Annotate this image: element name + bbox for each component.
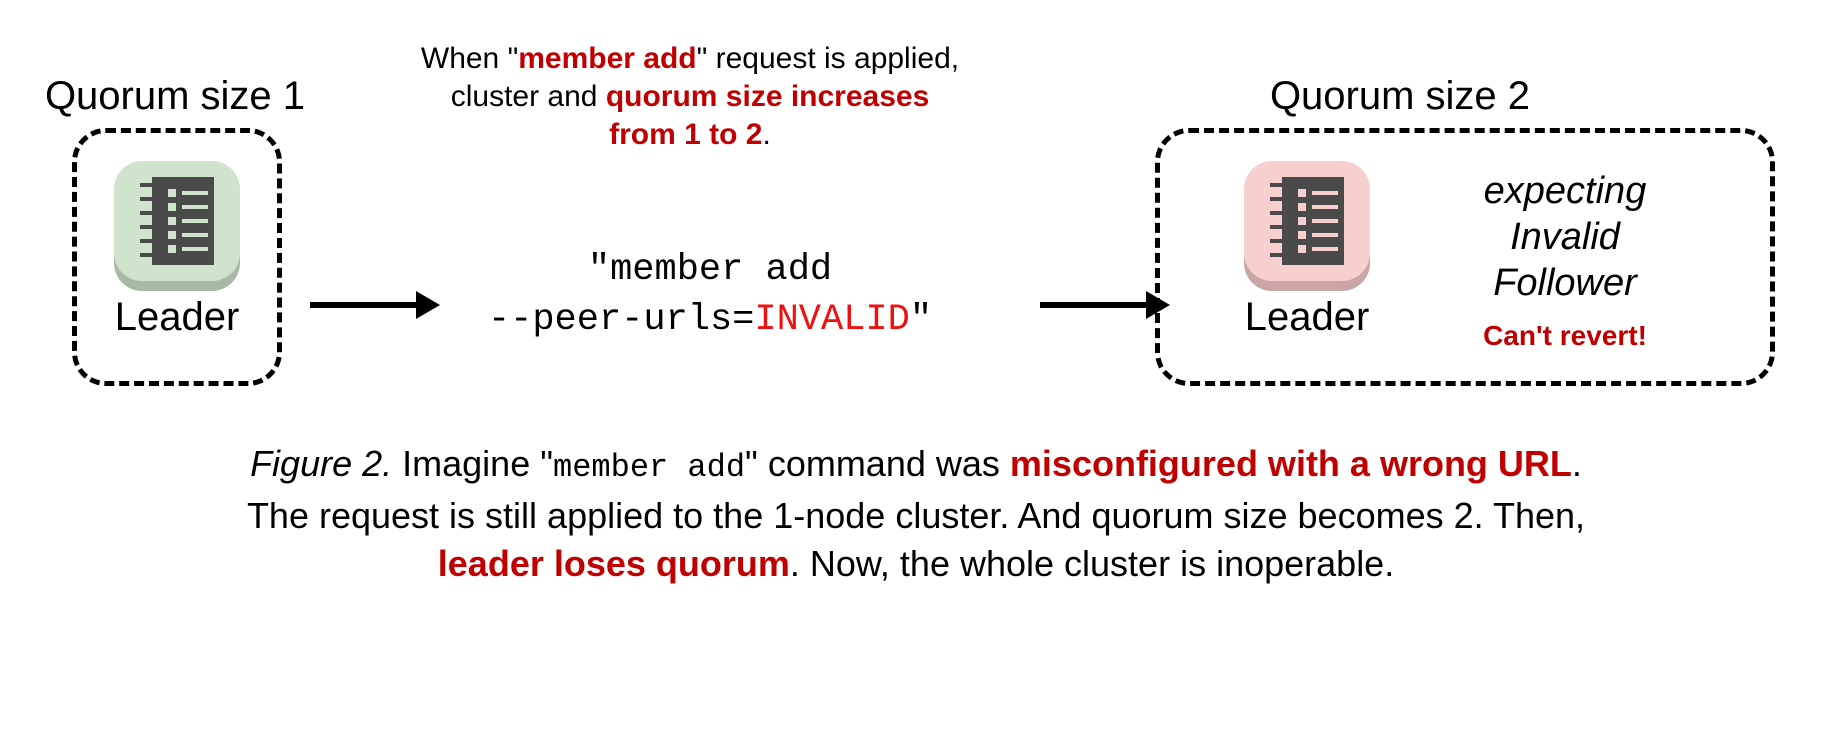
arrow-shaft	[1040, 302, 1146, 308]
ledger-ring	[1270, 211, 1286, 215]
ledger-bullet	[168, 217, 176, 225]
ledger-icon	[1270, 177, 1344, 265]
ledger-line	[182, 233, 208, 237]
ledger-line	[1312, 247, 1338, 251]
figure-number: Figure 2.	[250, 443, 393, 484]
arrow-head	[416, 291, 440, 319]
ledger-ring	[140, 211, 156, 215]
ledger-line	[1312, 205, 1338, 209]
figure-caption-line1: Figure 2. Imagine "member add" command w…	[0, 440, 1832, 492]
ledger-bullet	[1298, 217, 1306, 225]
top-annotation-line3: from 1 to 2.	[390, 116, 990, 154]
left-node-caption: Leader	[114, 295, 240, 339]
command-block: "member add --peer-urls=INVALID"	[440, 245, 980, 345]
top-annotation: When "member add" request is applied, cl…	[390, 40, 990, 154]
caption-l3b: . Now, the whole cluster is inoperable.	[789, 543, 1395, 584]
top-note-l1b: member add	[518, 42, 697, 75]
ledger-ring	[1270, 253, 1286, 257]
caption-t1: Imagine "	[392, 443, 553, 484]
ledger-ring	[140, 197, 156, 201]
right-node: Leader	[1240, 155, 1374, 339]
ledger-line	[182, 205, 208, 209]
command-line-1: "member add	[587, 249, 833, 291]
status-line-expecting: expecting	[1483, 170, 1647, 212]
right-node-caption: Leader	[1244, 295, 1370, 339]
figure-caption-line2: The request is still applied to the 1-no…	[246, 495, 1586, 536]
ledger-icon	[140, 177, 214, 265]
figure-caption-line3: leader loses quorum. Now, the whole clus…	[0, 540, 1832, 588]
ledger-line	[182, 219, 208, 223]
ledger-bullet	[168, 189, 176, 197]
top-annotation-line1: When "member add" request is applied,	[390, 40, 990, 78]
ledger-line	[1312, 233, 1338, 237]
ledger-bullet	[168, 231, 176, 239]
ledger-bullet	[1298, 189, 1306, 197]
caption-mono-command: member add	[553, 449, 746, 486]
left-node-icon	[110, 155, 244, 291]
caption-t3: .	[1571, 443, 1582, 484]
left-node: Leader	[110, 155, 244, 339]
command-closing-quote: "	[909, 299, 933, 341]
right-status-block: expecting Invalid Follower Can't revert!	[1400, 168, 1730, 352]
ledger-ring	[140, 239, 156, 243]
top-note-l1c: " request is applied,	[696, 42, 960, 75]
left-quorum-label: Quorum size 1	[44, 74, 306, 118]
ledger-ring	[1270, 225, 1286, 229]
top-note-l1a: When "	[420, 42, 519, 75]
status-warning-badge: Can't revert!	[1483, 320, 1647, 351]
top-note-l3b: .	[762, 118, 771, 151]
figure-caption: Figure 2. Imagine "member add" command w…	[0, 440, 1832, 588]
caption-highlight-2: leader loses quorum	[437, 543, 790, 584]
ledger-ring	[1270, 197, 1286, 201]
right-cluster-box	[1155, 128, 1775, 386]
arrow-shaft	[310, 302, 416, 308]
ledger-ring	[1270, 239, 1286, 243]
ledger-ring	[140, 253, 156, 257]
ledger-bullet	[1298, 203, 1306, 211]
status-line-follower: Follower	[1493, 262, 1637, 304]
right-node-icon	[1240, 155, 1374, 291]
command-flag: --peer-urls=	[487, 299, 755, 341]
command-line-2: --peer-urls=INVALID"	[440, 295, 980, 345]
ledger-bullet	[1298, 245, 1306, 253]
ledger-ring	[140, 225, 156, 229]
ledger-line	[182, 191, 208, 195]
left-arrow-right-icon	[310, 291, 440, 319]
top-note-l3a: from 1 to 2	[609, 118, 763, 151]
right-quorum-label: Quorum size 2	[1269, 74, 1531, 118]
ledger-ring	[140, 183, 156, 187]
caption-t2: " command was	[745, 443, 1010, 484]
command-invalid-value: INVALID	[754, 299, 910, 341]
ledger-ring	[1270, 183, 1286, 187]
caption-highlight-1: misconfigured with a wrong URL	[1009, 443, 1572, 484]
right-arrow-right-icon	[1040, 291, 1170, 319]
ledger-bullet	[168, 203, 176, 211]
left-cluster-box	[72, 128, 282, 386]
ledger-bullet	[168, 245, 176, 253]
top-note-l2b: quorum size increases	[605, 80, 930, 113]
ledger-line	[182, 247, 208, 251]
ledger-line	[1312, 191, 1338, 195]
top-note-l2a: cluster and	[450, 80, 606, 113]
status-line-invalid: Invalid	[1510, 216, 1620, 258]
ledger-line	[1312, 219, 1338, 223]
top-annotation-line2: cluster and quorum size increases	[390, 78, 990, 116]
ledger-bullet	[1298, 231, 1306, 239]
